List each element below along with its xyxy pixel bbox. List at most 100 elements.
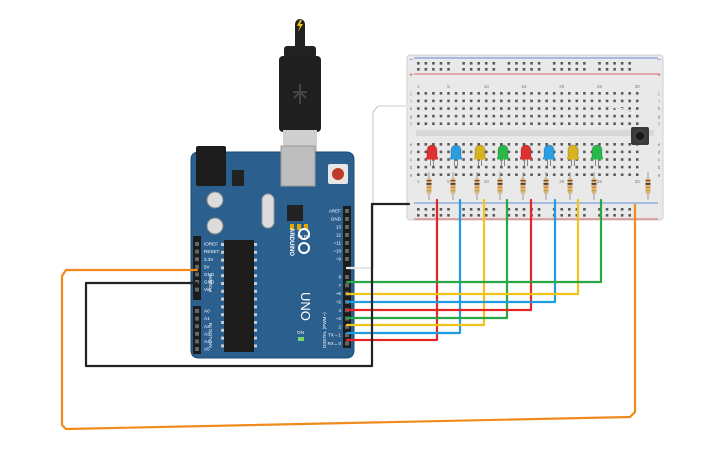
terminal-hole[interactable]: [590, 150, 594, 154]
wire-led-5[interactable]: [345, 198, 533, 312]
terminal-hole[interactable]: [492, 158, 496, 161]
terminal-hole[interactable]: [469, 107, 473, 110]
rail-hole[interactable]: [424, 208, 428, 211]
terminal-hole[interactable]: [432, 143, 435, 146]
rail-hole[interactable]: [605, 214, 609, 217]
pushbutton-cap[interactable]: [634, 130, 646, 142]
wire-led-2[interactable]: [345, 198, 462, 335]
rail-hole[interactable]: [568, 208, 571, 211]
rail-hole[interactable]: [530, 68, 533, 71]
terminal-hole[interactable]: [635, 158, 639, 161]
terminal-hole[interactable]: [613, 150, 616, 154]
terminal-hole[interactable]: [552, 99, 556, 103]
terminal-hole[interactable]: [575, 173, 579, 176]
terminal-hole[interactable]: [432, 173, 435, 176]
rail-hole[interactable]: [605, 208, 609, 211]
terminal-hole[interactable]: [590, 99, 594, 103]
terminal-hole[interactable]: [560, 150, 564, 154]
analog-pin[interactable]: [195, 331, 199, 336]
rail-hole[interactable]: [598, 62, 601, 65]
rail-hole[interactable]: [417, 68, 420, 71]
rail-hole[interactable]: [620, 62, 624, 65]
terminal-hole[interactable]: [500, 114, 503, 118]
rail-hole[interactable]: [620, 208, 624, 211]
terminal-hole[interactable]: [462, 99, 465, 103]
rail-hole[interactable]: [447, 68, 450, 71]
terminal-hole[interactable]: [447, 173, 450, 176]
terminal-hole[interactable]: [447, 122, 450, 125]
analog-pin[interactable]: [195, 324, 199, 329]
led-yellow[interactable]: [567, 144, 579, 159]
terminal-hole[interactable]: [537, 165, 541, 169]
terminal-hole[interactable]: [537, 92, 541, 95]
rail-hole[interactable]: [469, 214, 473, 217]
terminal-hole[interactable]: [545, 165, 548, 169]
terminal-hole[interactable]: [492, 143, 496, 146]
terminal-hole[interactable]: [605, 114, 609, 118]
terminal-hole[interactable]: [439, 99, 443, 103]
terminal-hole[interactable]: [522, 143, 526, 146]
terminal-hole[interactable]: [469, 92, 473, 95]
terminal-hole[interactable]: [590, 122, 594, 125]
rail-hole[interactable]: [469, 62, 473, 65]
terminal-hole[interactable]: [424, 173, 428, 176]
terminal-hole[interactable]: [462, 173, 465, 176]
led-yellow[interactable]: [474, 144, 486, 159]
rail-hole[interactable]: [560, 214, 564, 217]
terminal-hole[interactable]: [545, 107, 548, 110]
terminal-hole[interactable]: [522, 122, 526, 125]
terminal-hole[interactable]: [552, 143, 556, 146]
terminal-hole[interactable]: [605, 143, 609, 146]
rail-hole[interactable]: [568, 214, 571, 217]
terminal-hole[interactable]: [507, 107, 511, 110]
terminal-hole[interactable]: [477, 92, 480, 95]
rail-hole[interactable]: [560, 62, 564, 65]
terminal-hole[interactable]: [605, 107, 609, 110]
terminal-hole[interactable]: [583, 107, 586, 110]
rail-hole[interactable]: [515, 62, 518, 65]
terminal-hole[interactable]: [462, 143, 465, 146]
terminal-hole[interactable]: [424, 150, 428, 154]
rail-hole[interactable]: [492, 214, 496, 217]
terminal-hole[interactable]: [560, 122, 564, 125]
terminal-hole[interactable]: [424, 107, 428, 110]
rail-hole[interactable]: [522, 68, 526, 71]
terminal-hole[interactable]: [583, 173, 586, 176]
terminal-hole[interactable]: [417, 107, 420, 110]
terminal-hole[interactable]: [515, 114, 518, 118]
rail-hole[interactable]: [424, 214, 428, 217]
terminal-hole[interactable]: [417, 150, 420, 154]
led-blue[interactable]: [543, 144, 555, 159]
terminal-hole[interactable]: [560, 158, 564, 161]
rail-hole[interactable]: [522, 62, 526, 65]
rail-hole[interactable]: [583, 208, 586, 211]
rail-hole[interactable]: [462, 62, 465, 65]
rail-hole[interactable]: [560, 208, 564, 211]
terminal-hole[interactable]: [598, 107, 601, 110]
terminal-hole[interactable]: [575, 122, 579, 125]
terminal-hole[interactable]: [484, 158, 488, 161]
rail-hole[interactable]: [598, 208, 601, 211]
power-pin[interactable]: [195, 287, 199, 292]
terminal-hole[interactable]: [552, 122, 556, 125]
terminal-hole[interactable]: [628, 92, 631, 95]
terminal-hole[interactable]: [605, 165, 609, 169]
terminal-hole[interactable]: [462, 107, 465, 110]
terminal-hole[interactable]: [424, 114, 428, 118]
terminal-hole[interactable]: [537, 143, 541, 146]
terminal-hole[interactable]: [598, 143, 601, 146]
terminal-hole[interactable]: [575, 114, 579, 118]
terminal-hole[interactable]: [515, 173, 518, 176]
rail-hole[interactable]: [537, 214, 541, 217]
terminal-hole[interactable]: [537, 114, 541, 118]
led-red[interactable]: [426, 144, 438, 159]
rail-hole[interactable]: [477, 214, 480, 217]
analog-pin[interactable]: [195, 316, 199, 321]
terminal-hole[interactable]: [530, 92, 533, 95]
terminal-hole[interactable]: [424, 99, 428, 103]
wire-led-3[interactable]: [345, 198, 486, 327]
terminal-hole[interactable]: [515, 122, 518, 125]
terminal-hole[interactable]: [530, 99, 533, 103]
terminal-hole[interactable]: [417, 158, 420, 161]
terminal-hole[interactable]: [598, 114, 601, 118]
